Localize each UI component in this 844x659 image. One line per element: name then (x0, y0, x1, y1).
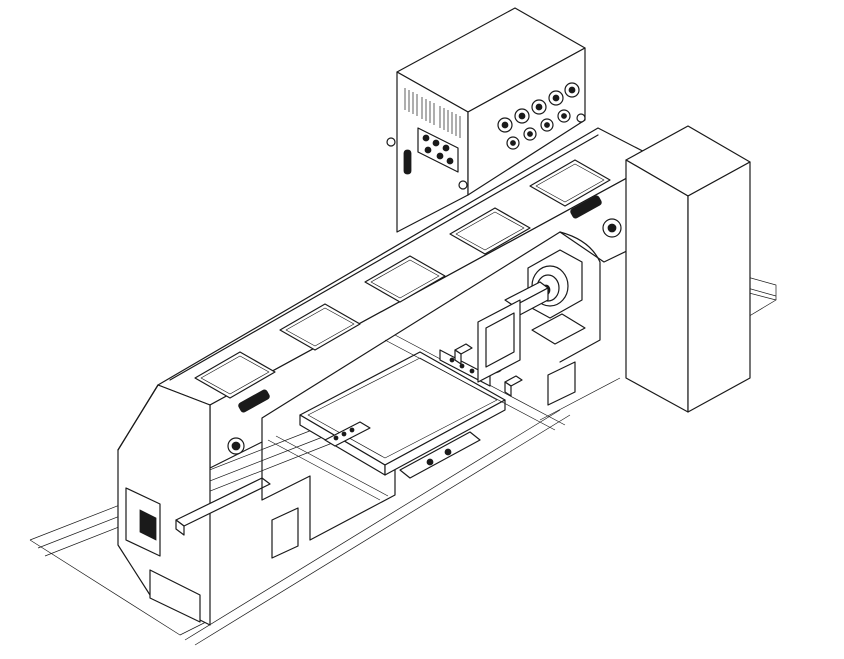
floor-rails (29, 257, 777, 646)
cabinet-tower (625, 125, 751, 413)
access-panels (194, 159, 611, 399)
end-frame (117, 384, 299, 626)
logo-badge-right (570, 195, 602, 219)
connectors (497, 82, 580, 150)
gauge-right (602, 218, 622, 238)
inner-frame (261, 231, 601, 541)
logo-badges (238, 195, 602, 413)
vent-slots (404, 88, 461, 138)
spindle-head (454, 249, 586, 397)
control-box (386, 7, 586, 233)
logo-badge-front (238, 389, 270, 413)
work-table (299, 351, 506, 476)
